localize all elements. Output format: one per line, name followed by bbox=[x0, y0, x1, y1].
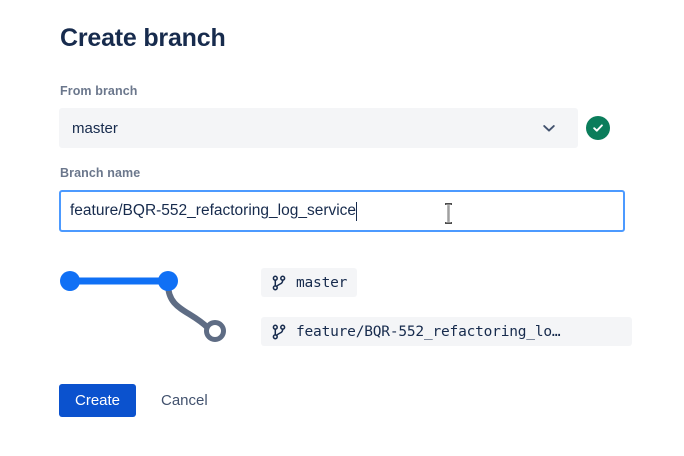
from-branch-label: From branch bbox=[60, 84, 138, 98]
cancel-button[interactable]: Cancel bbox=[153, 384, 216, 417]
from-branch-value: master bbox=[72, 119, 118, 137]
branch-icon bbox=[271, 275, 287, 291]
commit-node-1 bbox=[60, 271, 80, 291]
chevron-down-icon bbox=[541, 120, 557, 136]
chip-label: master bbox=[296, 274, 348, 291]
new-branch-node bbox=[204, 320, 226, 342]
chip-label: feature/BQR-552_refactoring_lo… bbox=[296, 323, 561, 340]
text-caret bbox=[356, 201, 358, 221]
page-title: Create branch bbox=[60, 24, 226, 52]
create-button[interactable]: Create bbox=[59, 384, 137, 417]
commit-node-2 bbox=[158, 271, 178, 291]
branch-curve-line bbox=[165, 281, 211, 331]
from-branch-select-wrapper: master bbox=[59, 108, 578, 148]
branch-name-input[interactable]: feature/BQR-552_refactoring_log_service bbox=[59, 190, 625, 232]
branch-name-label: Branch name bbox=[60, 166, 141, 180]
success-check-icon bbox=[586, 116, 610, 140]
mouse-ibeam-cursor bbox=[443, 203, 454, 224]
branch-chip-master: master bbox=[261, 268, 358, 297]
from-branch-select[interactable]: master bbox=[59, 108, 578, 148]
branch-icon bbox=[271, 324, 287, 340]
branch-name-value: feature/BQR-552_refactoring_log_service bbox=[70, 202, 357, 219]
branch-graph bbox=[50, 258, 240, 354]
branch-chip-feature: feature/BQR-552_refactoring_lo… bbox=[261, 317, 632, 346]
